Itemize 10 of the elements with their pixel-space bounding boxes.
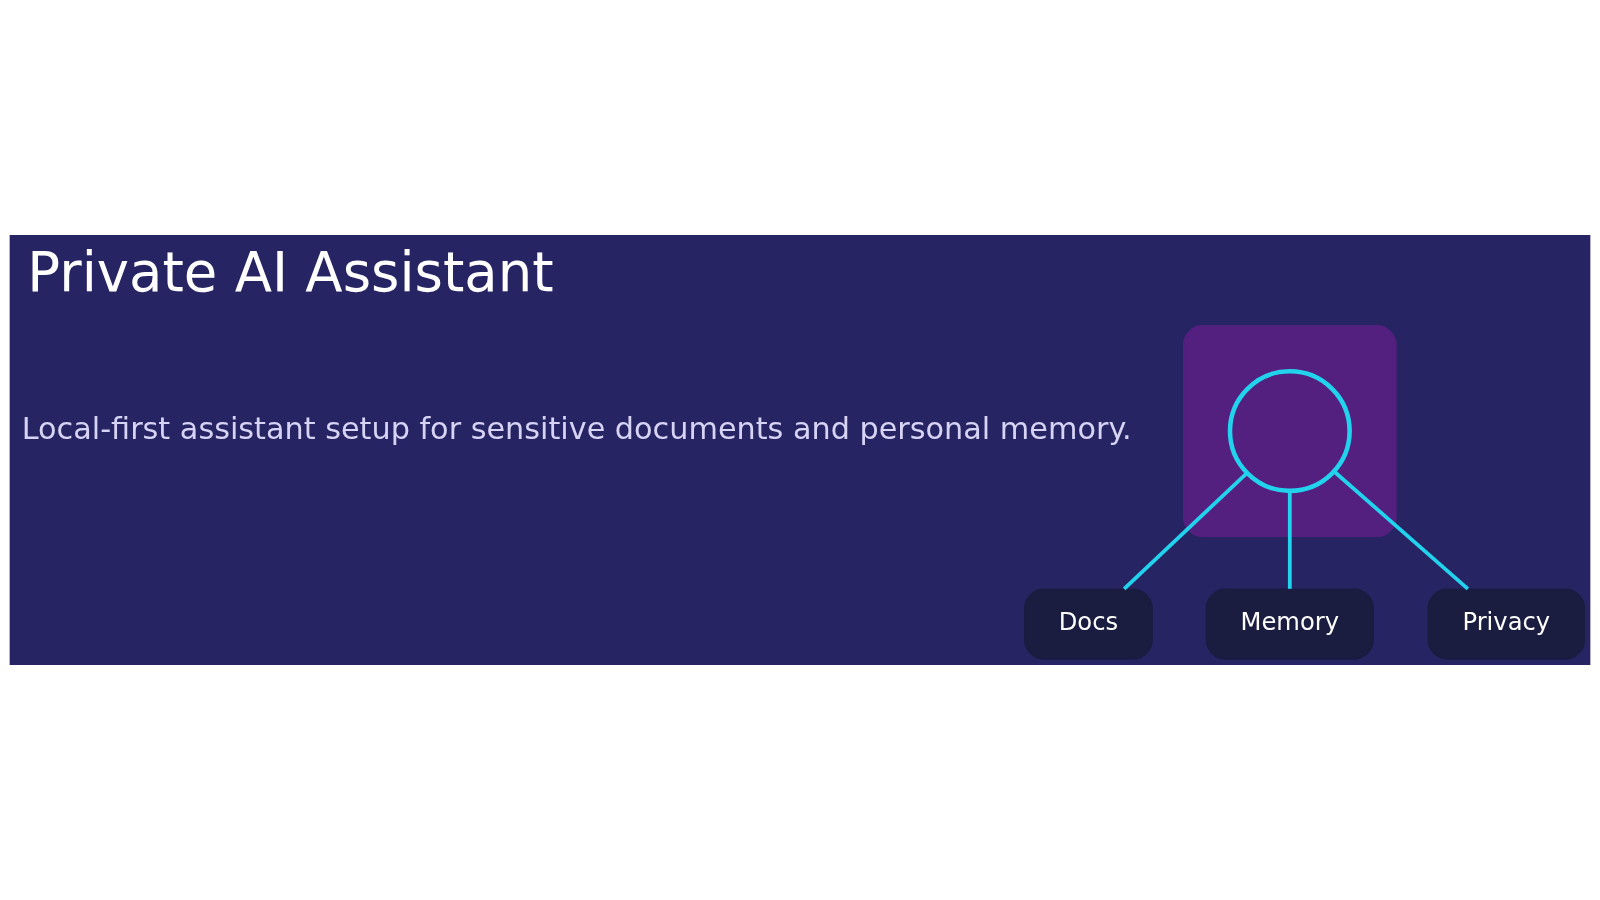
connector	[1332, 470, 1470, 591]
cluster	[1183, 325, 1397, 538]
connector	[1287, 491, 1292, 589]
node-circle	[1227, 369, 1352, 494]
node-box: Memory	[1205, 588, 1374, 660]
label: Local-first assistant setup for sensitive documents and personal memory.	[21, 410, 1132, 446]
node-box: Docs	[1024, 588, 1153, 660]
diagram-title: Private AI Assistant	[27, 239, 554, 304]
connector	[1122, 471, 1248, 591]
node-box: Privacy	[1427, 588, 1586, 660]
